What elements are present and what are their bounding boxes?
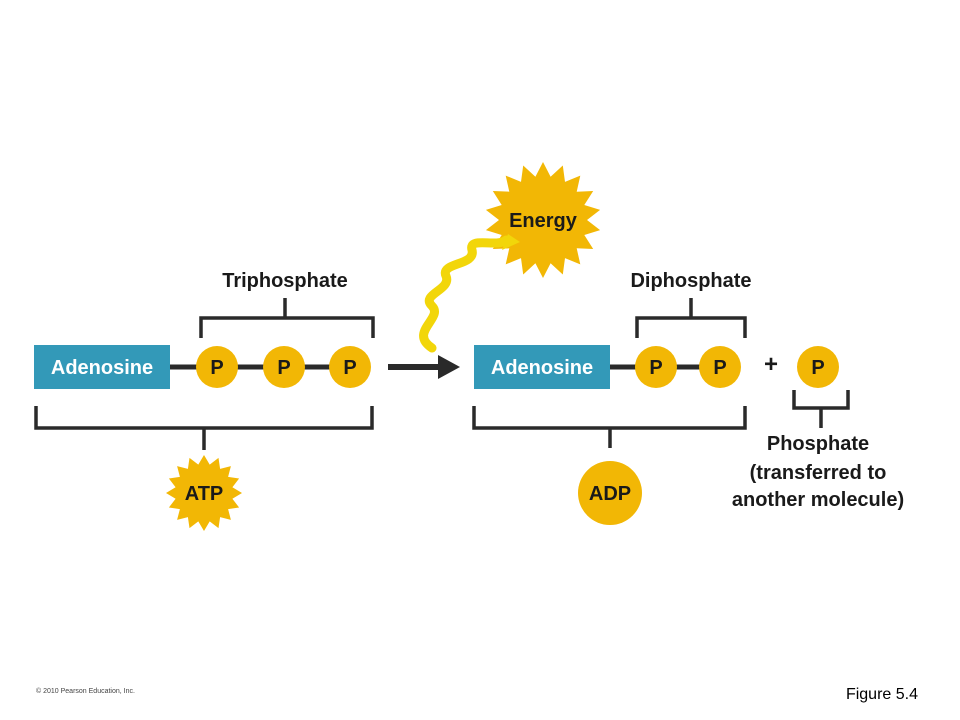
phosphate-circle-adp-2 xyxy=(699,346,741,388)
triphosphate-label: Triphosphate xyxy=(222,270,348,292)
adenosine-box-right xyxy=(474,345,610,389)
energy-wave-arrow xyxy=(419,234,520,353)
atp-label: ATP xyxy=(185,483,224,505)
phosphate-description-line2: (transferred to xyxy=(750,462,887,484)
energy-star-shape xyxy=(485,162,601,278)
diphosphate-label: Diphosphate xyxy=(630,270,751,292)
phosphate-label-atp-2: P xyxy=(277,357,290,379)
atp-badge: ATP xyxy=(166,455,242,531)
adenosine-label-left: Adenosine xyxy=(51,357,153,379)
energy-burst: Energy xyxy=(485,162,601,278)
phosphate-circle-free xyxy=(797,346,839,388)
adenosine-box-left xyxy=(34,345,170,389)
adp-circle xyxy=(578,461,642,525)
atp-star-shape xyxy=(166,455,242,531)
energy-wave-arrowhead xyxy=(502,234,520,250)
atp-molecule: Adenosine P P P xyxy=(34,345,371,389)
phosphate-label-adp-2: P xyxy=(713,357,726,379)
figure-label: Figure 5.4 xyxy=(845,686,918,703)
atp-bracket xyxy=(34,406,374,450)
adp-label: ADP xyxy=(589,483,631,505)
phosphate-description-line1: Phosphate xyxy=(767,433,869,455)
reaction-arrowhead xyxy=(438,355,460,379)
phosphate-label-adp-1: P xyxy=(649,357,662,379)
plus-sign: + xyxy=(764,351,778,378)
copyright-notice: © 2010 Pearson Education, Inc. xyxy=(36,688,135,695)
phosphate-bracket xyxy=(792,390,850,428)
triphosphate-bracket xyxy=(199,298,375,338)
energy-wave xyxy=(419,235,511,353)
phosphate-circle-atp-3 xyxy=(329,346,371,388)
diphosphate-bracket xyxy=(635,298,747,338)
phosphate-description-line3: another molecule) xyxy=(732,489,904,511)
phosphate-label-free: P xyxy=(811,357,824,379)
phosphate-label-atp-1: P xyxy=(210,357,223,379)
adp-molecule: Adenosine P P xyxy=(474,345,741,389)
adenosine-label-right: Adenosine xyxy=(491,357,593,379)
reaction-arrow xyxy=(388,355,460,379)
energy-label: Energy xyxy=(509,210,578,232)
adp-bracket xyxy=(472,406,747,448)
adp-badge: ADP xyxy=(578,461,642,525)
phosphate-circle-adp-1 xyxy=(635,346,677,388)
phosphate-label-atp-3: P xyxy=(343,357,356,379)
phosphate-circle-atp-2 xyxy=(263,346,305,388)
phosphate-circle-atp-1 xyxy=(196,346,238,388)
